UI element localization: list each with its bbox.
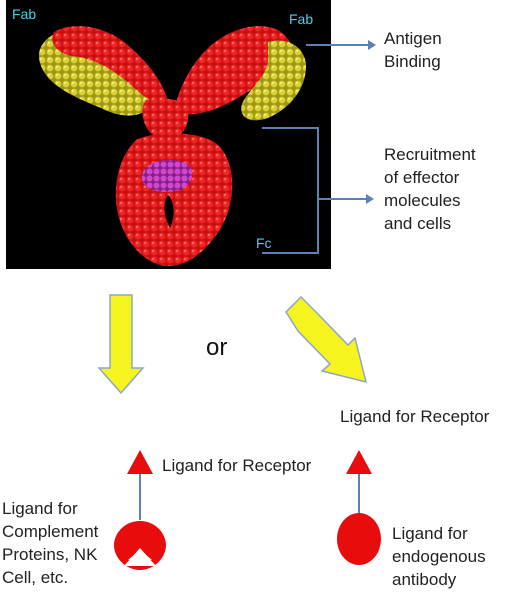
antibody-structure-panel: Fab Fab Fc (6, 0, 331, 269)
carbohydrate (141, 159, 193, 192)
left-fab-heavy-chain (52, 26, 170, 108)
receptor-triangle-icon-left (127, 450, 153, 474)
ligand-receptor-top-label: Ligand for Receptor (340, 407, 490, 426)
fc-region (115, 133, 233, 267)
ligand-receptor-middle-label: Ligand for Receptor (162, 456, 312, 475)
ligand-complement-label: Ligand for Complement Proteins, NK Cell,… (2, 499, 99, 587)
antigen-binding-arrowhead (368, 40, 376, 50)
recruitment-arrowhead (366, 194, 374, 204)
recruitment-label: Recruitment of effector molecules and ce… (384, 145, 476, 233)
yellow-arrow-down (97, 294, 145, 395)
or-label: or (206, 334, 228, 361)
receptor-triangle-icon-right (346, 450, 372, 474)
antigen-binding-label: Antigen Binding (384, 29, 442, 71)
antibody-structure-icon (38, 26, 306, 267)
fab-left-label: Fab (12, 6, 37, 22)
fc-center-cleft (164, 195, 174, 228)
complement-receptor-shape-icon (114, 521, 166, 570)
fc-label: Fc (256, 235, 272, 251)
right-fab-heavy-chain (174, 26, 294, 115)
ligand-endogenous-label: Ligand for endogenous antibody (392, 524, 486, 589)
yellow-arrow-diagonal (285, 295, 368, 384)
fc-bracket (262, 127, 319, 254)
hinge-region (142, 98, 189, 139)
pacman-mouth (124, 548, 156, 566)
fab-right-label: Fab (289, 11, 314, 27)
endogenous-antibody-shape-icon (337, 513, 381, 565)
right-fab-light-chain (241, 40, 306, 121)
